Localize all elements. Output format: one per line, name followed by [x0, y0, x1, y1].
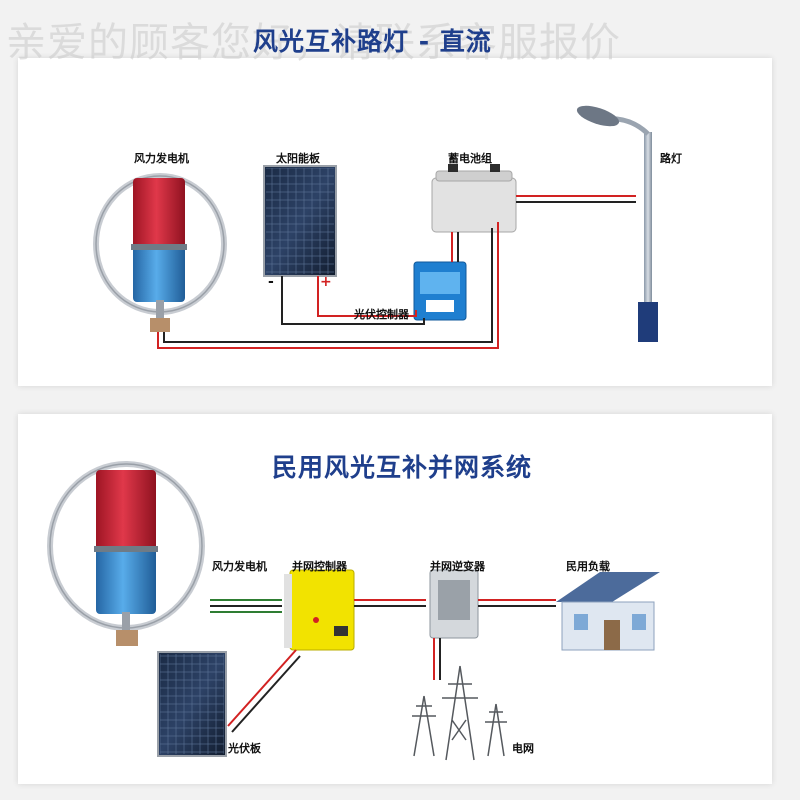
grid-controller-device [284, 569, 355, 651]
label-household-load: 民用负载 [566, 560, 610, 573]
wind-turbine-1 [93, 173, 227, 332]
power-tower-icons [412, 665, 507, 761]
battery-bank [431, 164, 517, 233]
pv-controller-device [413, 261, 467, 321]
label-wind-turbine-1: 风力发电机 [134, 152, 189, 165]
plus-sign: + [320, 274, 332, 290]
label-grid-inverter: 并网逆变器 [430, 560, 485, 573]
street-light-pole [576, 105, 658, 342]
panel1-wires [157, 195, 636, 349]
label-battery-bank: 蓄电池组 [448, 152, 492, 165]
label-pv-controller: 光伏控制器 [354, 308, 409, 321]
panel2-wires [210, 599, 556, 733]
label-power-grid: 电网 [512, 742, 534, 755]
label-solar-panel: 太阳能板 [276, 152, 320, 165]
pv-panel-2 [157, 651, 227, 757]
minus-sign: - [268, 274, 274, 290]
watermark-text: 亲爱的顾客您好，请联系客服报价 [6, 20, 621, 66]
panel1-title: 风光互补路灯 - 直流 [253, 27, 492, 56]
panel2-title: 民用风光互补并网系统 [272, 453, 533, 482]
grid-inverter-device [429, 569, 479, 639]
house-icon [556, 572, 660, 651]
label-wind-turbine-2: 风力发电机 [212, 560, 267, 573]
label-grid-controller: 并网控制器 [292, 560, 347, 573]
solar-panel-1 [263, 165, 337, 277]
label-pv-panel: 光伏板 [228, 742, 261, 755]
label-street-light: 路灯 [660, 152, 682, 165]
wind-turbine-2 [47, 461, 205, 646]
